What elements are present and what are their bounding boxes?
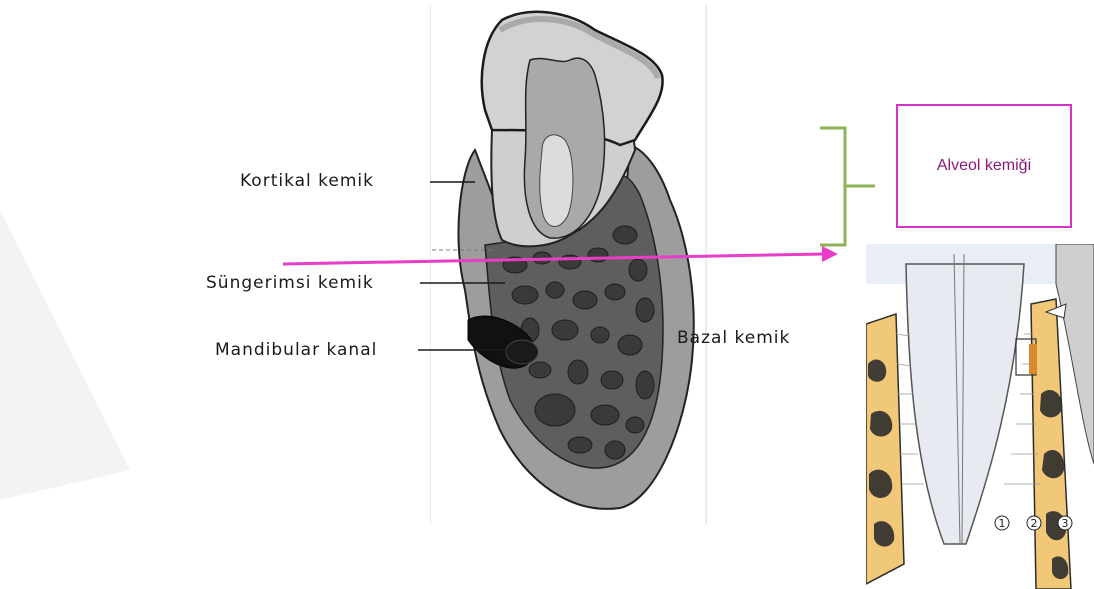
detail-number-3: 3 <box>1062 517 1069 530</box>
bracket-icon <box>820 128 875 245</box>
label-alveolar-bone: Alveol kemiği <box>937 157 1031 175</box>
alveolar-bone-box: Alveol kemiği <box>896 104 1072 228</box>
detail-number-1: 1 <box>999 517 1006 530</box>
pink-arrow-icon <box>283 254 824 264</box>
periodontal-detail: 1 2 3 <box>866 244 1094 589</box>
detail-number-2: 2 <box>1031 517 1038 530</box>
